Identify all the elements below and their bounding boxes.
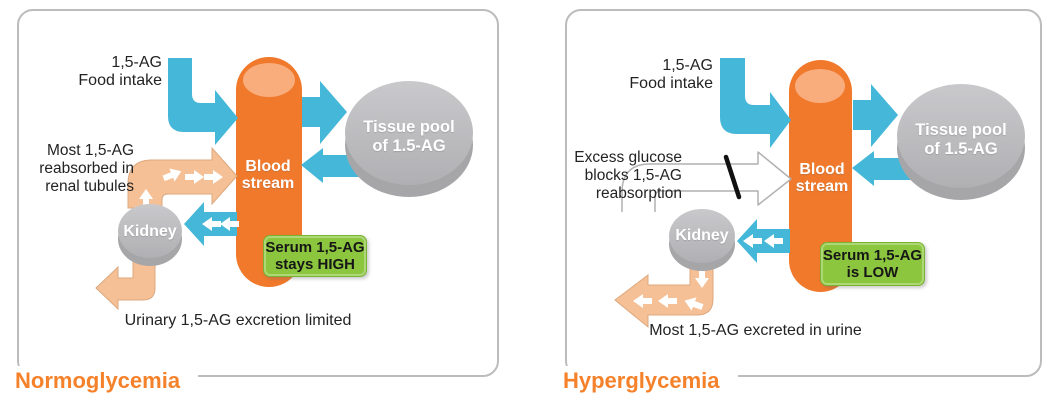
- blood-stream-top: [243, 63, 295, 97]
- normoglycemia-shapes: [95, 57, 473, 311]
- reabsorption-label: Most 1,5-AG reabsorbed in renal tubules: [39, 142, 134, 195]
- food-intake-label: 1,5-AG Food intake: [629, 57, 713, 92]
- tissue-uptake-arrow: [853, 84, 898, 147]
- tissue-uptake-arrow: [302, 81, 347, 144]
- urinary-excretion-arrow: [614, 265, 714, 329]
- food-intake-label: 1,5-AG Food intake: [78, 54, 162, 89]
- kidney-label: Kidney: [123, 223, 177, 240]
- blood-stream-label: Blood stream: [241, 158, 295, 192]
- tissue-pool-disc: [897, 84, 1025, 188]
- urinary-excretion-arrow: [95, 259, 156, 311]
- tissue-pool-label: Tissue pool of 1.5-AG: [363, 118, 455, 155]
- blood-stream-vessel: [789, 60, 852, 292]
- kidney-disc: [118, 204, 182, 258]
- panel-title-normoglycemia: Normoglycemia: [13, 366, 199, 398]
- block-slash: [723, 154, 742, 200]
- tissue-pool-label: Tissue pool of 1.5-AG: [915, 121, 1007, 158]
- blood-stream-top: [795, 69, 845, 103]
- food-intake-arrow: [720, 58, 791, 148]
- serum-status-badge: Serum 1,5-AG is LOW: [820, 242, 925, 286]
- excretion-caption: Most 1,5-AG excreted in urine: [649, 322, 862, 339]
- blood-stream-vessel: [236, 57, 302, 287]
- serum-status-badge: Serum 1,5-AG stays HIGH: [263, 235, 367, 277]
- kidney-disc: [669, 209, 735, 263]
- filtration-arrow: [737, 219, 790, 263]
- excretion-caption: Urinary 1,5-AG excretion limited: [124, 312, 352, 329]
- tissue-pool-disc: [345, 81, 473, 185]
- kidney-label: Kidney: [675, 227, 729, 244]
- blocked-reabsorption-outline: [621, 151, 792, 212]
- blocked-reabsorption-arrow: [622, 152, 791, 212]
- blood-stream-label: Blood stream: [795, 161, 849, 195]
- panel-title-hyperglycemia: Hyperglycemia: [561, 366, 738, 398]
- reabsorption-arrow: [127, 146, 238, 209]
- food-intake-arrow: [168, 58, 238, 145]
- blocked-reabsorption-label: Excess glucose blocks 1,5-AG reabsorptio…: [574, 149, 682, 202]
- hyperglycemia-shapes: [614, 58, 1025, 329]
- tissue-return-arrow: [301, 148, 360, 183]
- tissue-return-arrow: [852, 151, 911, 186]
